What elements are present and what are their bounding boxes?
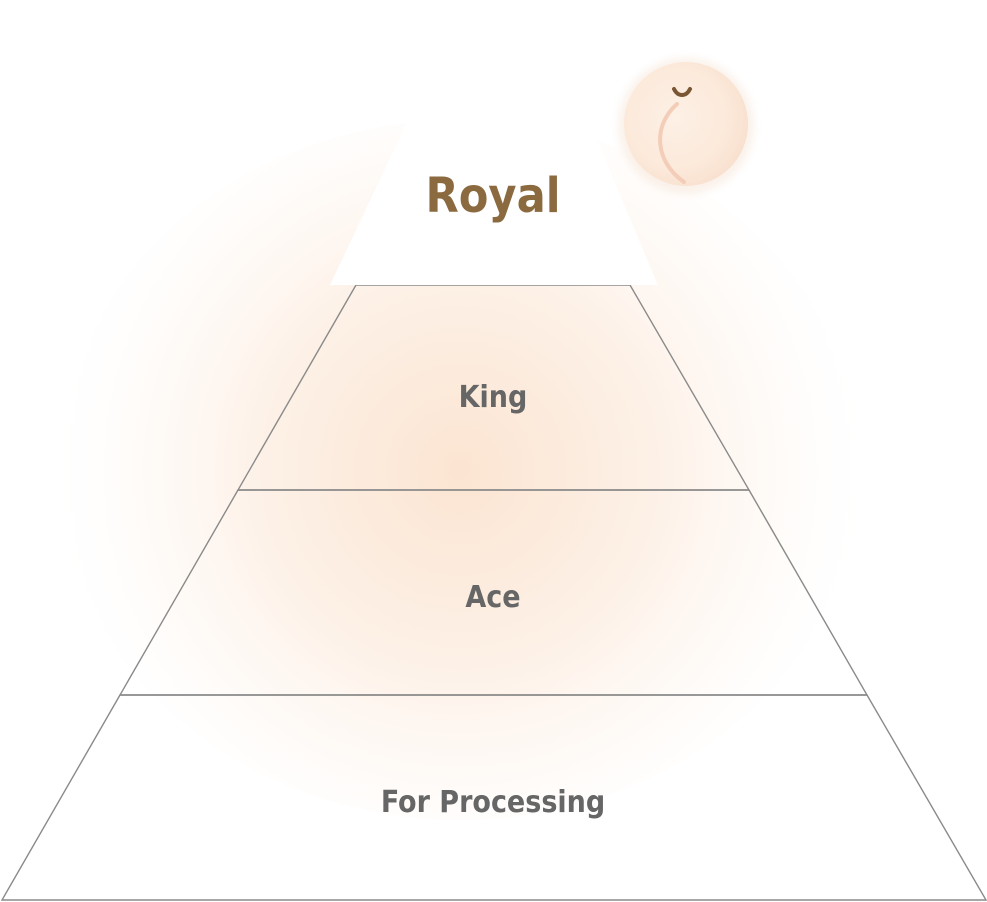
tier-for-processing-shape xyxy=(0,694,987,901)
tier-label-for-processing: For Processing xyxy=(381,785,605,820)
peach-icon xyxy=(618,58,754,194)
tier-label-ace: Ace xyxy=(465,580,520,615)
tier-royal-shape xyxy=(330,95,658,285)
background-glow xyxy=(60,120,860,820)
tier-label-royal: Royal xyxy=(426,168,561,224)
tier-label-king: King xyxy=(459,380,528,415)
